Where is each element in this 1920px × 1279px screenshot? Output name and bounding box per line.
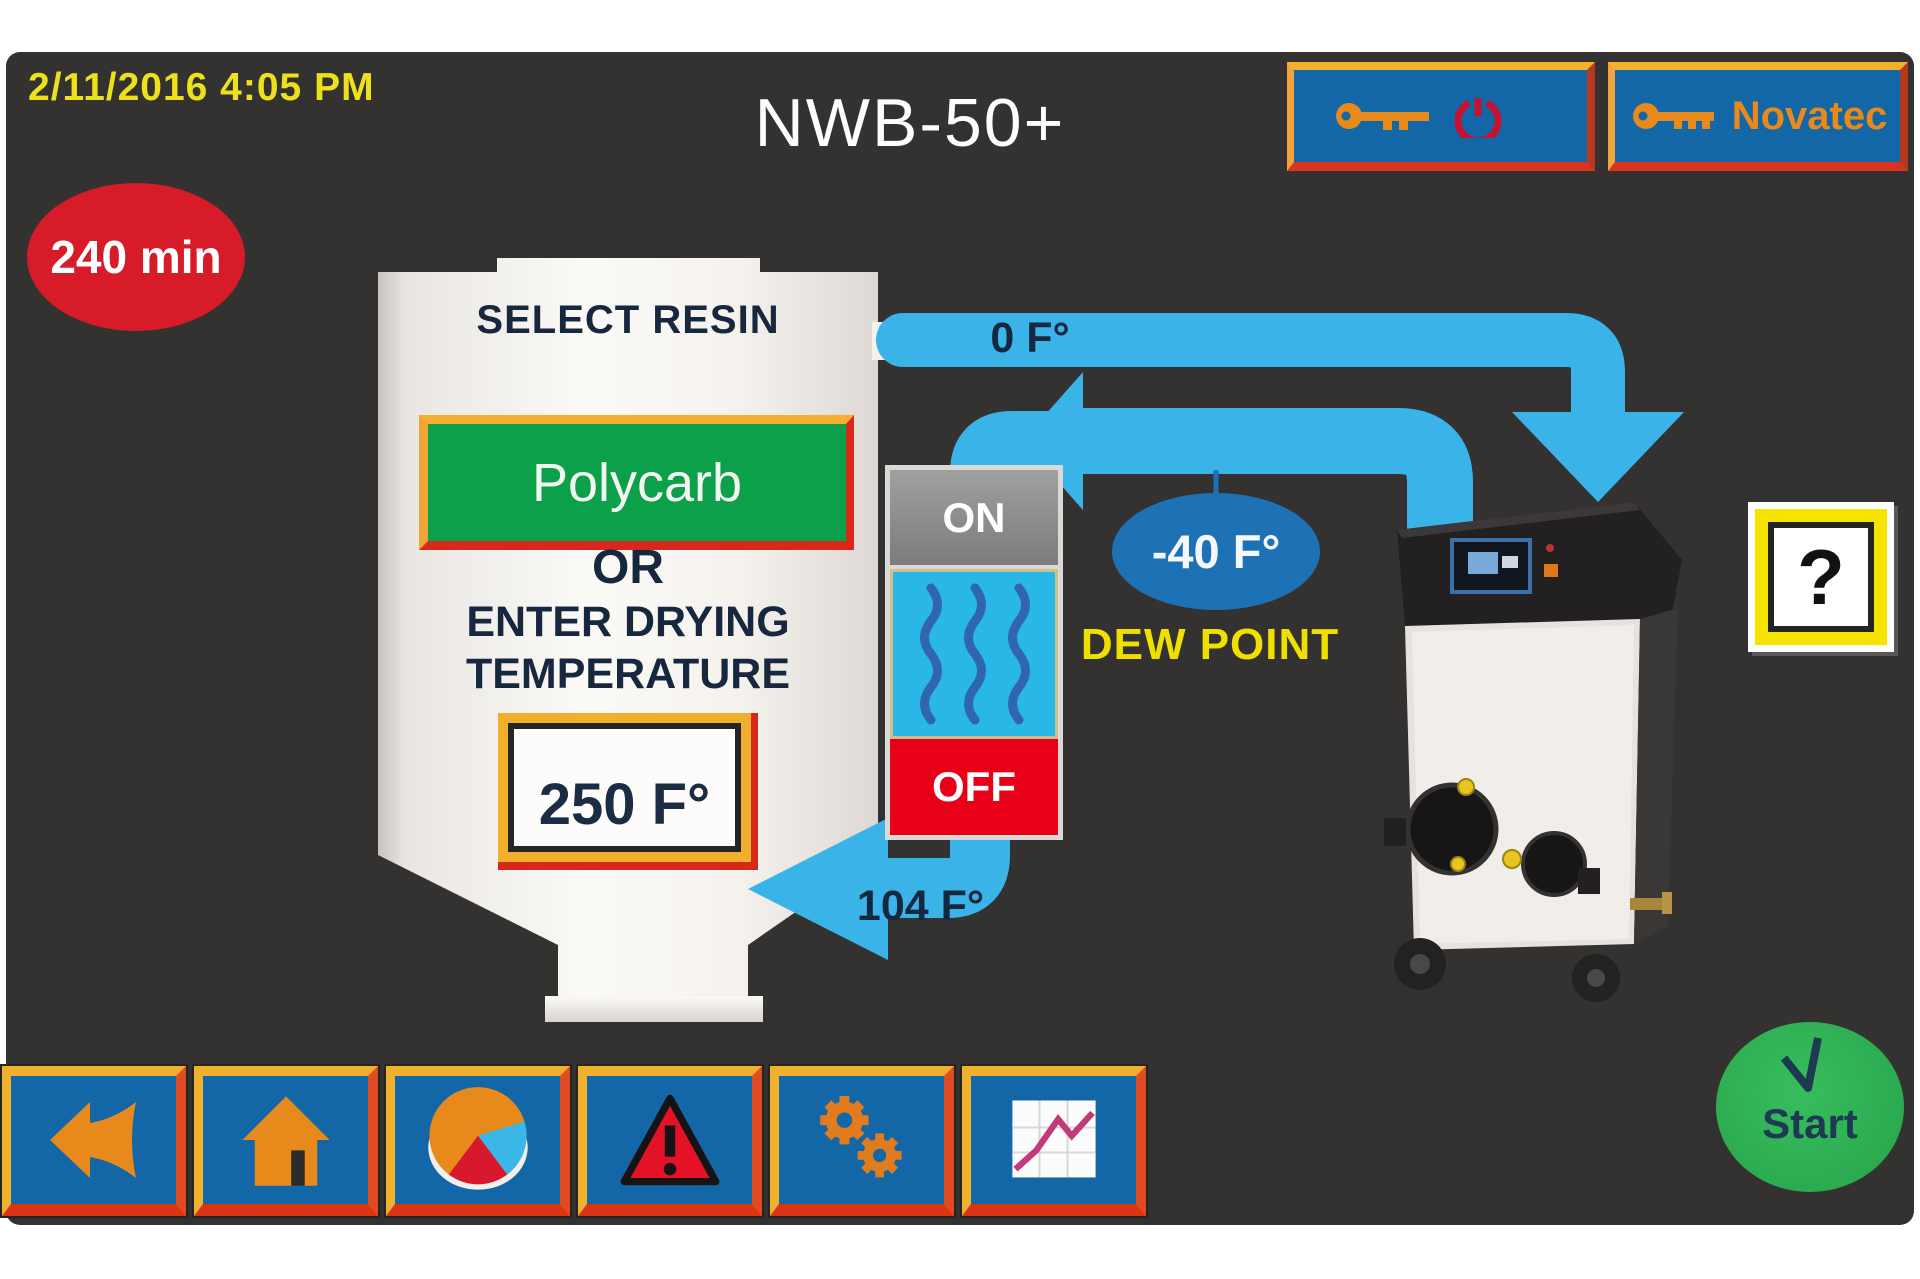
help-button[interactable]: ?	[1748, 502, 1894, 652]
help-question-icon: ?	[1768, 522, 1874, 632]
warning-triangle-icon	[620, 1094, 719, 1186]
enter-drying-label-line2: TEMPERATURE	[465, 650, 791, 698]
page-title: NWB-50+	[754, 85, 1066, 161]
nav-back-button[interactable]	[2, 1066, 186, 1216]
hopper-neck	[545, 996, 763, 1022]
drying-temperature-input[interactable]: 250 F°	[498, 713, 758, 870]
enter-drying-label-line1: ENTER DRYING	[466, 598, 790, 646]
start-label: Start	[1762, 1100, 1858, 1147]
supply-air-temp: 0 F°	[990, 314, 1070, 362]
home-icon	[241, 1096, 330, 1186]
nav-home-button[interactable]	[194, 1066, 378, 1216]
heater-on-button[interactable]: ON	[890, 470, 1058, 569]
gears-icon	[819, 1096, 902, 1178]
nav-reports-button[interactable]	[386, 1066, 570, 1216]
resin-value: Polycarb	[531, 452, 743, 513]
start-button[interactable]: Start	[1716, 1022, 1904, 1192]
heater-off-button[interactable]: OFF	[890, 739, 1058, 835]
select-resin-label: SELECT RESIN	[476, 298, 780, 342]
back-arrow-icon	[49, 1102, 136, 1178]
heater-toggle: ON OFF	[885, 465, 1063, 840]
heater-element-graphic	[890, 569, 1058, 739]
dew-point-label: DEW POINT	[1080, 620, 1340, 669]
or-label: OR	[592, 541, 664, 594]
nav-settings-button[interactable]	[770, 1066, 954, 1216]
drying-temperature-value: 250 F°	[508, 723, 741, 852]
return-air-temp: 104 F°	[856, 882, 985, 930]
nav-alarms-button[interactable]	[578, 1066, 762, 1216]
drying-timer-badge[interactable]: 240 min	[27, 183, 245, 331]
key-power-icon	[1335, 98, 1501, 138]
help-button-frame: ?	[1755, 509, 1887, 645]
hopper-inlet-arrowhead	[748, 818, 888, 960]
pie-chart-icon	[427, 1087, 528, 1190]
nav-trends-button[interactable]	[962, 1066, 1146, 1216]
resin-select-button[interactable]: Polycarb	[419, 415, 854, 550]
heat-waves-icon	[920, 583, 1030, 725]
key-power-button[interactable]	[1287, 62, 1595, 171]
trend-graph-icon	[1011, 1100, 1096, 1178]
datetime-display: 2/11/2016 4:05 PM	[28, 66, 375, 109]
novatec-label: Novatec	[1731, 93, 1888, 138]
dryer-machine-image	[1384, 502, 1682, 1002]
novatec-button[interactable]: Novatec	[1608, 62, 1908, 171]
return-arrowhead	[1022, 372, 1083, 510]
key-icon	[1632, 103, 1714, 129]
checkmark-icon	[1780, 1037, 1822, 1092]
return-pipe	[1078, 408, 1473, 535]
supply-pipe	[876, 313, 1625, 449]
supply-arrowhead	[1512, 412, 1684, 502]
dew-point-indicator: -40 F°	[1112, 493, 1320, 610]
